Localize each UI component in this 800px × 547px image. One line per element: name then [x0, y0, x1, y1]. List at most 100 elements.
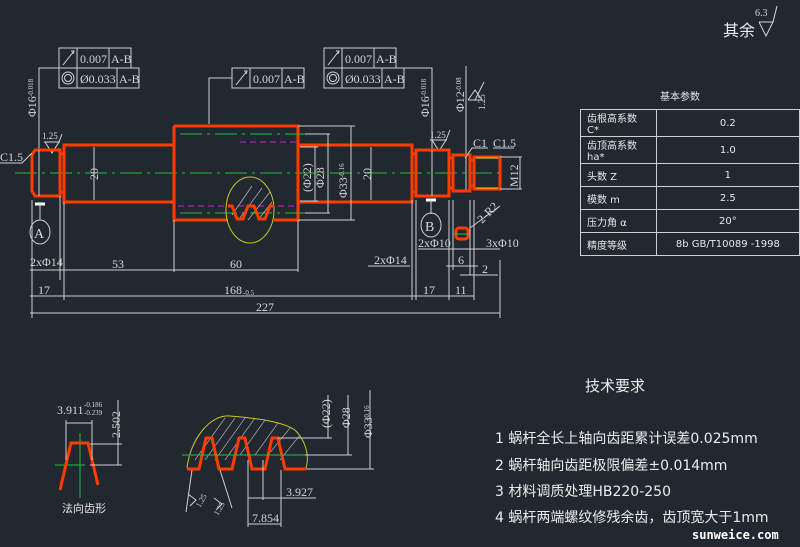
param-value: 8b GB/T10089 -1998 [655, 232, 800, 256]
param-name: 头数 Z [580, 163, 657, 187]
requirement-item: 4 蜗杆两端螺纹修残余齿，齿顶宽大于1mm [495, 510, 769, 526]
dim-len-168-tol: -0.5 [243, 289, 255, 297]
dim-len-168: 168 [224, 283, 242, 297]
requirement-item: 2 蜗杆轴向齿距极限偏差±0.014mm [495, 458, 728, 474]
worm-teeth [228, 204, 274, 221]
dim-groove-left: 2xΦ14 [30, 255, 63, 269]
dim-d33-tol: -0.16 [338, 163, 346, 178]
tooth-height: 2.502 [109, 411, 123, 438]
dim-dia16-left-tol: -0.018 [27, 78, 35, 97]
thread-rough-a: 1.25 [194, 492, 209, 509]
dim-len-227: 227 [256, 300, 274, 314]
runout-icon [327, 50, 340, 66]
concentricity-icon [61, 71, 75, 85]
tooth-width-tol-lower: -0.239 [84, 409, 103, 417]
table-row: 齿顶高系数ha*1.0 [580, 136, 800, 164]
gdt-left-conc-datum: A-B [119, 72, 140, 86]
dim-len-60: 60 [230, 257, 242, 271]
thread-d28: Φ28 [339, 407, 353, 428]
gdt-left-runout-datum: A-B [111, 52, 132, 66]
thread-pitch: 7.854 [252, 511, 279, 525]
dim-dia12: Φ12 [453, 91, 467, 112]
param-value: 1.0 [655, 136, 800, 164]
gdt-right-conc-datum: A-B [384, 72, 405, 86]
param-value: 2.5 [655, 186, 800, 210]
param-value: 1 [655, 163, 800, 187]
thread-detail [182, 390, 374, 527]
dim-dia12-tol: -0.08 [455, 77, 463, 92]
gdt-frame-left [38, 47, 140, 150]
dim-len-17-right: 17 [423, 283, 435, 297]
runout-icon [235, 70, 248, 86]
roughness-icon [467, 81, 485, 101]
dim-rough-125-a: 1.25 [42, 131, 58, 141]
dim-groove-b: 2xΦ10 [418, 236, 451, 250]
dim-chamfer-c1: C1 [473, 136, 487, 150]
param-name: 齿顶高系数ha* [580, 136, 657, 164]
tooth-width-tol-upper: -0.186 [84, 401, 103, 409]
dim-len-11: 11 [455, 283, 467, 297]
gdt-right-runout-value: 0.007 [345, 52, 372, 66]
gdt-frame-middle [208, 67, 305, 124]
datum-b-symbol [420, 212, 442, 238]
dim-dia16-left: Φ16 [25, 96, 39, 117]
datum-a-label: A [34, 227, 45, 242]
dim-groove-3x: 3xΦ10 [486, 236, 519, 250]
param-name: 模数 m [580, 186, 657, 210]
table-row: 齿根高系数 C*0.2 [580, 109, 800, 137]
gdt-frame-right [323, 47, 433, 150]
requirement-item: 1 蜗杆全长上轴向齿距累计误差0.025mm [495, 431, 758, 447]
requirement-item: 3 材料调质处理HB220-250 [495, 484, 671, 500]
dim-d20-left: 20 [87, 168, 101, 180]
dim-len-2: 2 [482, 262, 488, 276]
watermark: sunweice.com [692, 528, 779, 542]
tooth-profile-caption: 法向齿形 [62, 501, 106, 515]
roughness-label: 其余 [723, 21, 756, 40]
datum-a-symbol [29, 219, 51, 245]
dim-len-53: 53 [112, 257, 124, 271]
gdt-right-runout-datum: A-B [376, 52, 397, 66]
thread-detail-marker [225, 176, 275, 244]
roughness-value: 6.3 [755, 8, 768, 19]
dim-rough-125-b: 1.25 [430, 130, 446, 140]
tooth-width: 3.911 [57, 403, 84, 417]
param-value: 0.2 [655, 109, 800, 137]
requirements-title: 技术要求 [585, 377, 646, 395]
param-name: 压力角 α [580, 209, 657, 233]
thread-rough-b: 1.25 [212, 500, 227, 517]
dim-chamfer-left: C1.5 [0, 150, 23, 164]
gdt-mid-runout-datum: A-B [284, 72, 305, 86]
thread-d33-tol: -0.16 [363, 405, 371, 420]
shaft-outline [30, 124, 502, 222]
param-name: 齿根高系数 C* [580, 109, 657, 137]
dim-d20-right: 20 [360, 168, 374, 180]
gdt-right-conc-value: Ø0.033 [345, 72, 381, 86]
thread-half-pitch: 3.927 [286, 485, 313, 499]
param-value: 20° [655, 209, 800, 233]
runout-icon [62, 50, 75, 66]
roughness-icon [44, 133, 63, 154]
thread-d22: (Φ22) [319, 399, 333, 428]
dim-d33: Φ33 [336, 177, 350, 198]
surface-roughness-icon [758, 5, 778, 38]
dim-chamfer-right: C1.5 [493, 136, 516, 150]
param-name: 精度等级 [580, 232, 657, 256]
gdt-left-runout-value: 0.007 [80, 52, 107, 66]
dim-thread-m12: M12 [507, 164, 521, 187]
dim-len-6: 6 [458, 253, 464, 267]
gdt-mid-runout-value: 0.007 [253, 72, 280, 86]
parameters-title: 基本参数 [660, 92, 700, 103]
concentricity-icon [326, 71, 340, 85]
dim-groove-right14: 2xΦ14 [374, 253, 407, 267]
dim-rough-125-c: 1.25 [477, 94, 487, 110]
dim-dia16-right-tol: -0.018 [420, 78, 428, 97]
thread-d33: Φ33 [361, 417, 375, 438]
dim-d22: (Φ22) [300, 163, 314, 192]
